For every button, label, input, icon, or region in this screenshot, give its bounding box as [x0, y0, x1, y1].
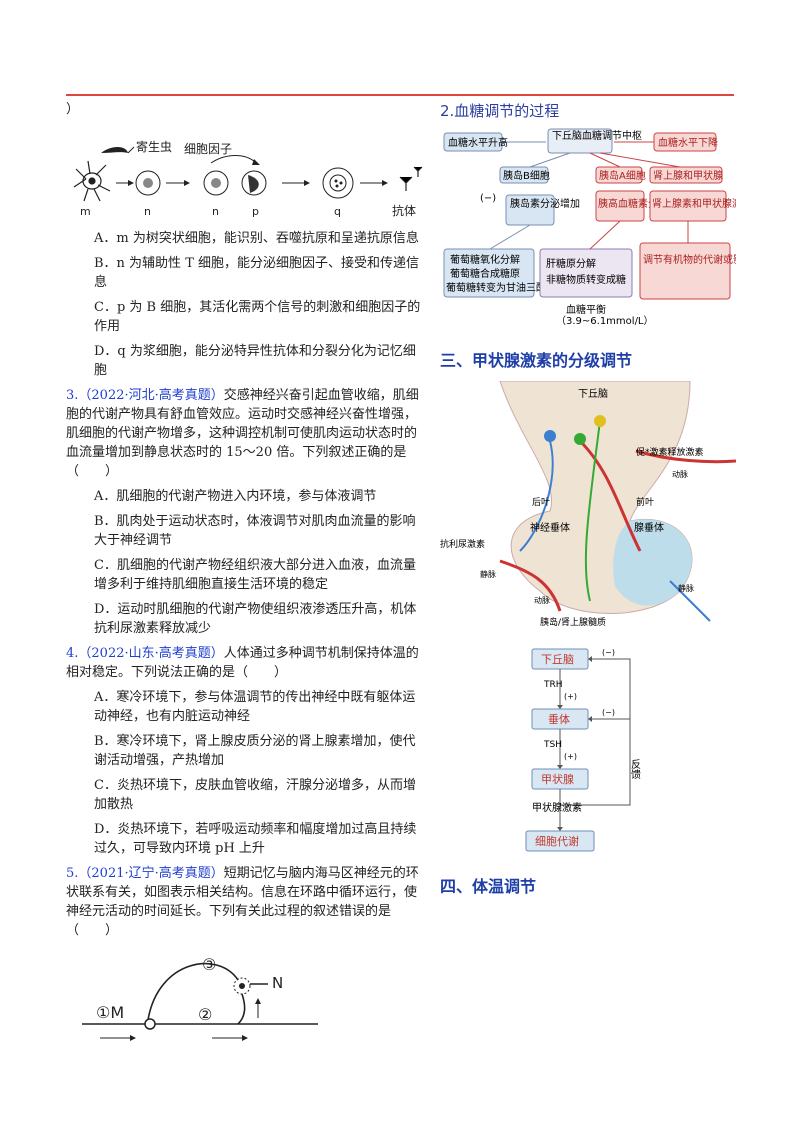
- label-neurohypophysis: 神经垂体: [530, 521, 570, 534]
- q3-options: A．肌细胞的代谢产物进入内环境，参与体液调节 B．肌肉处于运动状态时，体液调节对…: [66, 487, 428, 638]
- option-d: D．运动时肌细胞的代谢产物使组织液渗透压升高，机体抗利尿激素释放减少: [94, 602, 417, 636]
- question-4: 4.（2022·山东·高考真题）人体通过多种调节机制保持体温的相对稳定。下列说法…: [66, 644, 428, 682]
- label-artery: 动脉: [672, 469, 688, 479]
- effect-4: 肝糖原分解: [546, 257, 596, 270]
- label-minus-2: (−): [602, 708, 615, 717]
- label-thyroid-hormone: 甲状腺激素: [532, 801, 582, 814]
- node-pituitary: 垂体: [548, 712, 570, 726]
- option-a: A．寒冷环境下，参与体温调节的传出神经中既有躯体运动神经，也有内脏运动神经: [94, 690, 416, 724]
- label-adh: 抗利尿激素: [440, 538, 485, 550]
- label-minus-1: (−): [602, 648, 615, 657]
- label-2: ②: [198, 1005, 212, 1024]
- negative-sign: (−): [480, 193, 496, 204]
- label-plus-1: (+): [564, 692, 577, 701]
- label-adenohypophysis: 腺垂体: [634, 521, 664, 534]
- label-antibody: 抗体: [392, 203, 416, 218]
- option-c: C．p 为 B 细胞，其活化需两个信号的刺激和细胞因子的作用: [94, 300, 421, 334]
- label-tsh: TSH: [543, 740, 562, 750]
- dendritic-cell: [73, 160, 111, 202]
- label-parasite: 寄生虫: [136, 139, 172, 154]
- cell-p: [241, 170, 267, 196]
- label-trh: TRH: [543, 680, 563, 690]
- label-vein: 静脉: [480, 569, 496, 579]
- node-hypothalamus: 下丘脑: [541, 653, 574, 666]
- label-m: ①M: [96, 1003, 124, 1022]
- section-title-temperature: 四、体温调节: [440, 877, 537, 896]
- node-metabolism: 细胞代谢: [535, 834, 579, 848]
- option-c: C．肌细胞的代谢产物经组织液大部分进入血液，血流量增多利于维持肌细胞直接生活环境…: [94, 558, 416, 592]
- effect-6: 调节有机物的代谢或影响胰岛素的分泌和作用，直接或间接地提高血糖浓度: [643, 253, 736, 266]
- cell-n2: [203, 170, 229, 196]
- label-anterior: 前叶: [636, 496, 654, 508]
- glucose-low: 血糖水平下降: [658, 136, 718, 149]
- hormone-box: 肾上腺素和甲状腺激素等分泌增加: [652, 197, 736, 210]
- option-b: B．肌肉处于运动状态时，体液调节对肌肉血流量的影响大于神经调节: [94, 514, 416, 548]
- cell-q: [322, 167, 354, 199]
- label-q: q: [334, 205, 341, 218]
- section-title-glucose: 2.血糖调节的过程: [440, 102, 560, 120]
- option-d: D．q 为浆细胞，能分泌特异性抗体和分裂分化为记忆细胞: [94, 344, 416, 378]
- option-c: C．炎热环境下，皮肤血管收缩，汗腺分泌增多，从而增加散热: [94, 778, 416, 812]
- label-n: N: [272, 974, 283, 992]
- label-islet-adrenal: 胰岛/肾上腺髓质: [540, 616, 606, 628]
- effect-1: 葡萄糖氧化分解: [450, 253, 520, 266]
- label-cytokine: 细胞因子: [184, 142, 232, 156]
- label-plus-2: (+): [564, 752, 577, 761]
- label-p: p: [252, 205, 259, 218]
- question-3-body: 交感神经兴奋引起血管收缩，肌细胞的代谢产物具有舒血管效应。运动时交感神经兴奋性增…: [66, 388, 419, 479]
- effect-5: 非糖物质转变成糖: [546, 273, 626, 286]
- label-artery-2: 动脉: [534, 595, 550, 605]
- cell-n: [135, 170, 161, 196]
- effect-3: 葡萄糖转变为甘油三酯: [446, 281, 546, 294]
- adrenal-thyroid: 肾上腺和甲状腺: [653, 169, 723, 182]
- q2-options: A．m 为树突状细胞，能识别、吞噬抗原和呈递抗原信息 B．n 为辅助性 T 细胞…: [66, 229, 428, 380]
- parasite-icon: 寄生虫: [101, 139, 172, 154]
- pituitary-figure: 下丘脑 促*激素释放激素 动脉 后叶 前叶 神经垂体 腺垂体 抗利尿激素 静脉 …: [440, 380, 737, 631]
- option-b: B．n 为辅助性 T 细胞，能分泌细胞因子、接受和传递信息: [94, 256, 419, 290]
- label-posterior: 后叶: [532, 497, 550, 508]
- label-m: m: [80, 205, 91, 218]
- paren: ）: [66, 102, 80, 117]
- insulin-box: 胰岛素分泌增加: [510, 197, 580, 210]
- question-3: 3.（2022·河北·高考真题）交感神经兴奋引起血管收缩，肌细胞的代谢产物具有舒…: [66, 386, 428, 481]
- question-5-source: 5.（2021·辽宁·高考真题）: [66, 866, 224, 881]
- question-4-body: 人体通过多种调节机制保持体温的相对稳定。下列说法正确的是（ ）: [66, 646, 419, 680]
- glucose-high: 血糖水平升高: [448, 136, 508, 149]
- alpha-cell: 胰岛A细胞: [599, 169, 646, 182]
- neuron-loop-figure: ①M ② ③ N: [82, 955, 318, 1041]
- label-releasing-hormone: 促*激素释放激素: [636, 446, 704, 458]
- beta-cell: 胰岛B细胞: [503, 169, 550, 182]
- question-5-body: 短期记忆与脑内海马区神经元的环状联系有关，如图表示相关结构。信息在环路中循环运行…: [66, 866, 419, 938]
- antibody-icon: [399, 166, 423, 191]
- hypothalamus-center: 下丘脑血糖调节中枢: [552, 129, 642, 142]
- glucose-regulation-diagram: 血糖水平升高 下丘脑血糖调节中枢 血糖水平下降 胰岛B细胞 胰岛A细胞 肾上腺和…: [440, 127, 800, 327]
- glucose-balance: 血糖平衡: [566, 303, 606, 316]
- question-4-source: 4.（2022·山东·高考真题）: [66, 646, 224, 661]
- node-thyroid: 甲状腺: [541, 772, 574, 786]
- thyroid-feedback-flowchart: 下丘脑 垂体 甲状腺 细胞代谢 TRH (+) TSH (+) 甲状腺激素 (−…: [525, 648, 641, 852]
- q4-options: A．寒冷环境下，参与体温调节的传出神经中既有躯体运动神经，也有内脏运动神经 B．…: [66, 688, 428, 858]
- question-3-source: 3.（2022·河北·高考真题）: [66, 388, 224, 403]
- glucose-range: （3.9~6.1mmol/L）: [556, 315, 654, 327]
- left-column: ） 寄生虫 细胞因子: [66, 100, 428, 1054]
- section-title-thyroid: 三、甲状腺激素的分级调节: [440, 351, 633, 370]
- option-b: B．寒冷环境下，肾上腺皮质分泌的肾上腺素增加，使代谢活动增强，产热增加: [94, 734, 416, 768]
- label-vein-2: 静脉: [678, 583, 694, 593]
- effect-2: 葡萄糖合成糖原: [450, 267, 520, 280]
- option-a: A．肌细胞的代谢产物进入内环境，参与体液调节: [94, 489, 377, 504]
- label-hypothalamus: 下丘脑: [578, 387, 608, 400]
- label-n: n: [144, 205, 151, 218]
- label-n2: n: [212, 205, 219, 218]
- option-d: D．炎热环境下，若呼吸运动频率和幅度增加过高且持续过久，可导致内环境 pH 上升: [94, 822, 417, 856]
- label-3: ③: [202, 955, 216, 974]
- immune-cell-figure: 寄生虫 细胞因子 m n n p q 抗体: [73, 139, 423, 218]
- header-rule: [66, 94, 734, 96]
- question-5: 5.（2021·辽宁·高考真题）短期记忆与脑内海马区神经元的环状联系有关，如图表…: [66, 864, 428, 940]
- right-column: 2.血糖调节的过程 血糖水平升高 下丘脑血糖调节中枢 血糖水平下降 胰岛B细胞 …: [440, 100, 800, 897]
- label-feedback: 反馈: [629, 759, 641, 780]
- option-a: A．m 为树突状细胞，能识别、吞噬抗原和呈递抗原信息: [94, 231, 419, 246]
